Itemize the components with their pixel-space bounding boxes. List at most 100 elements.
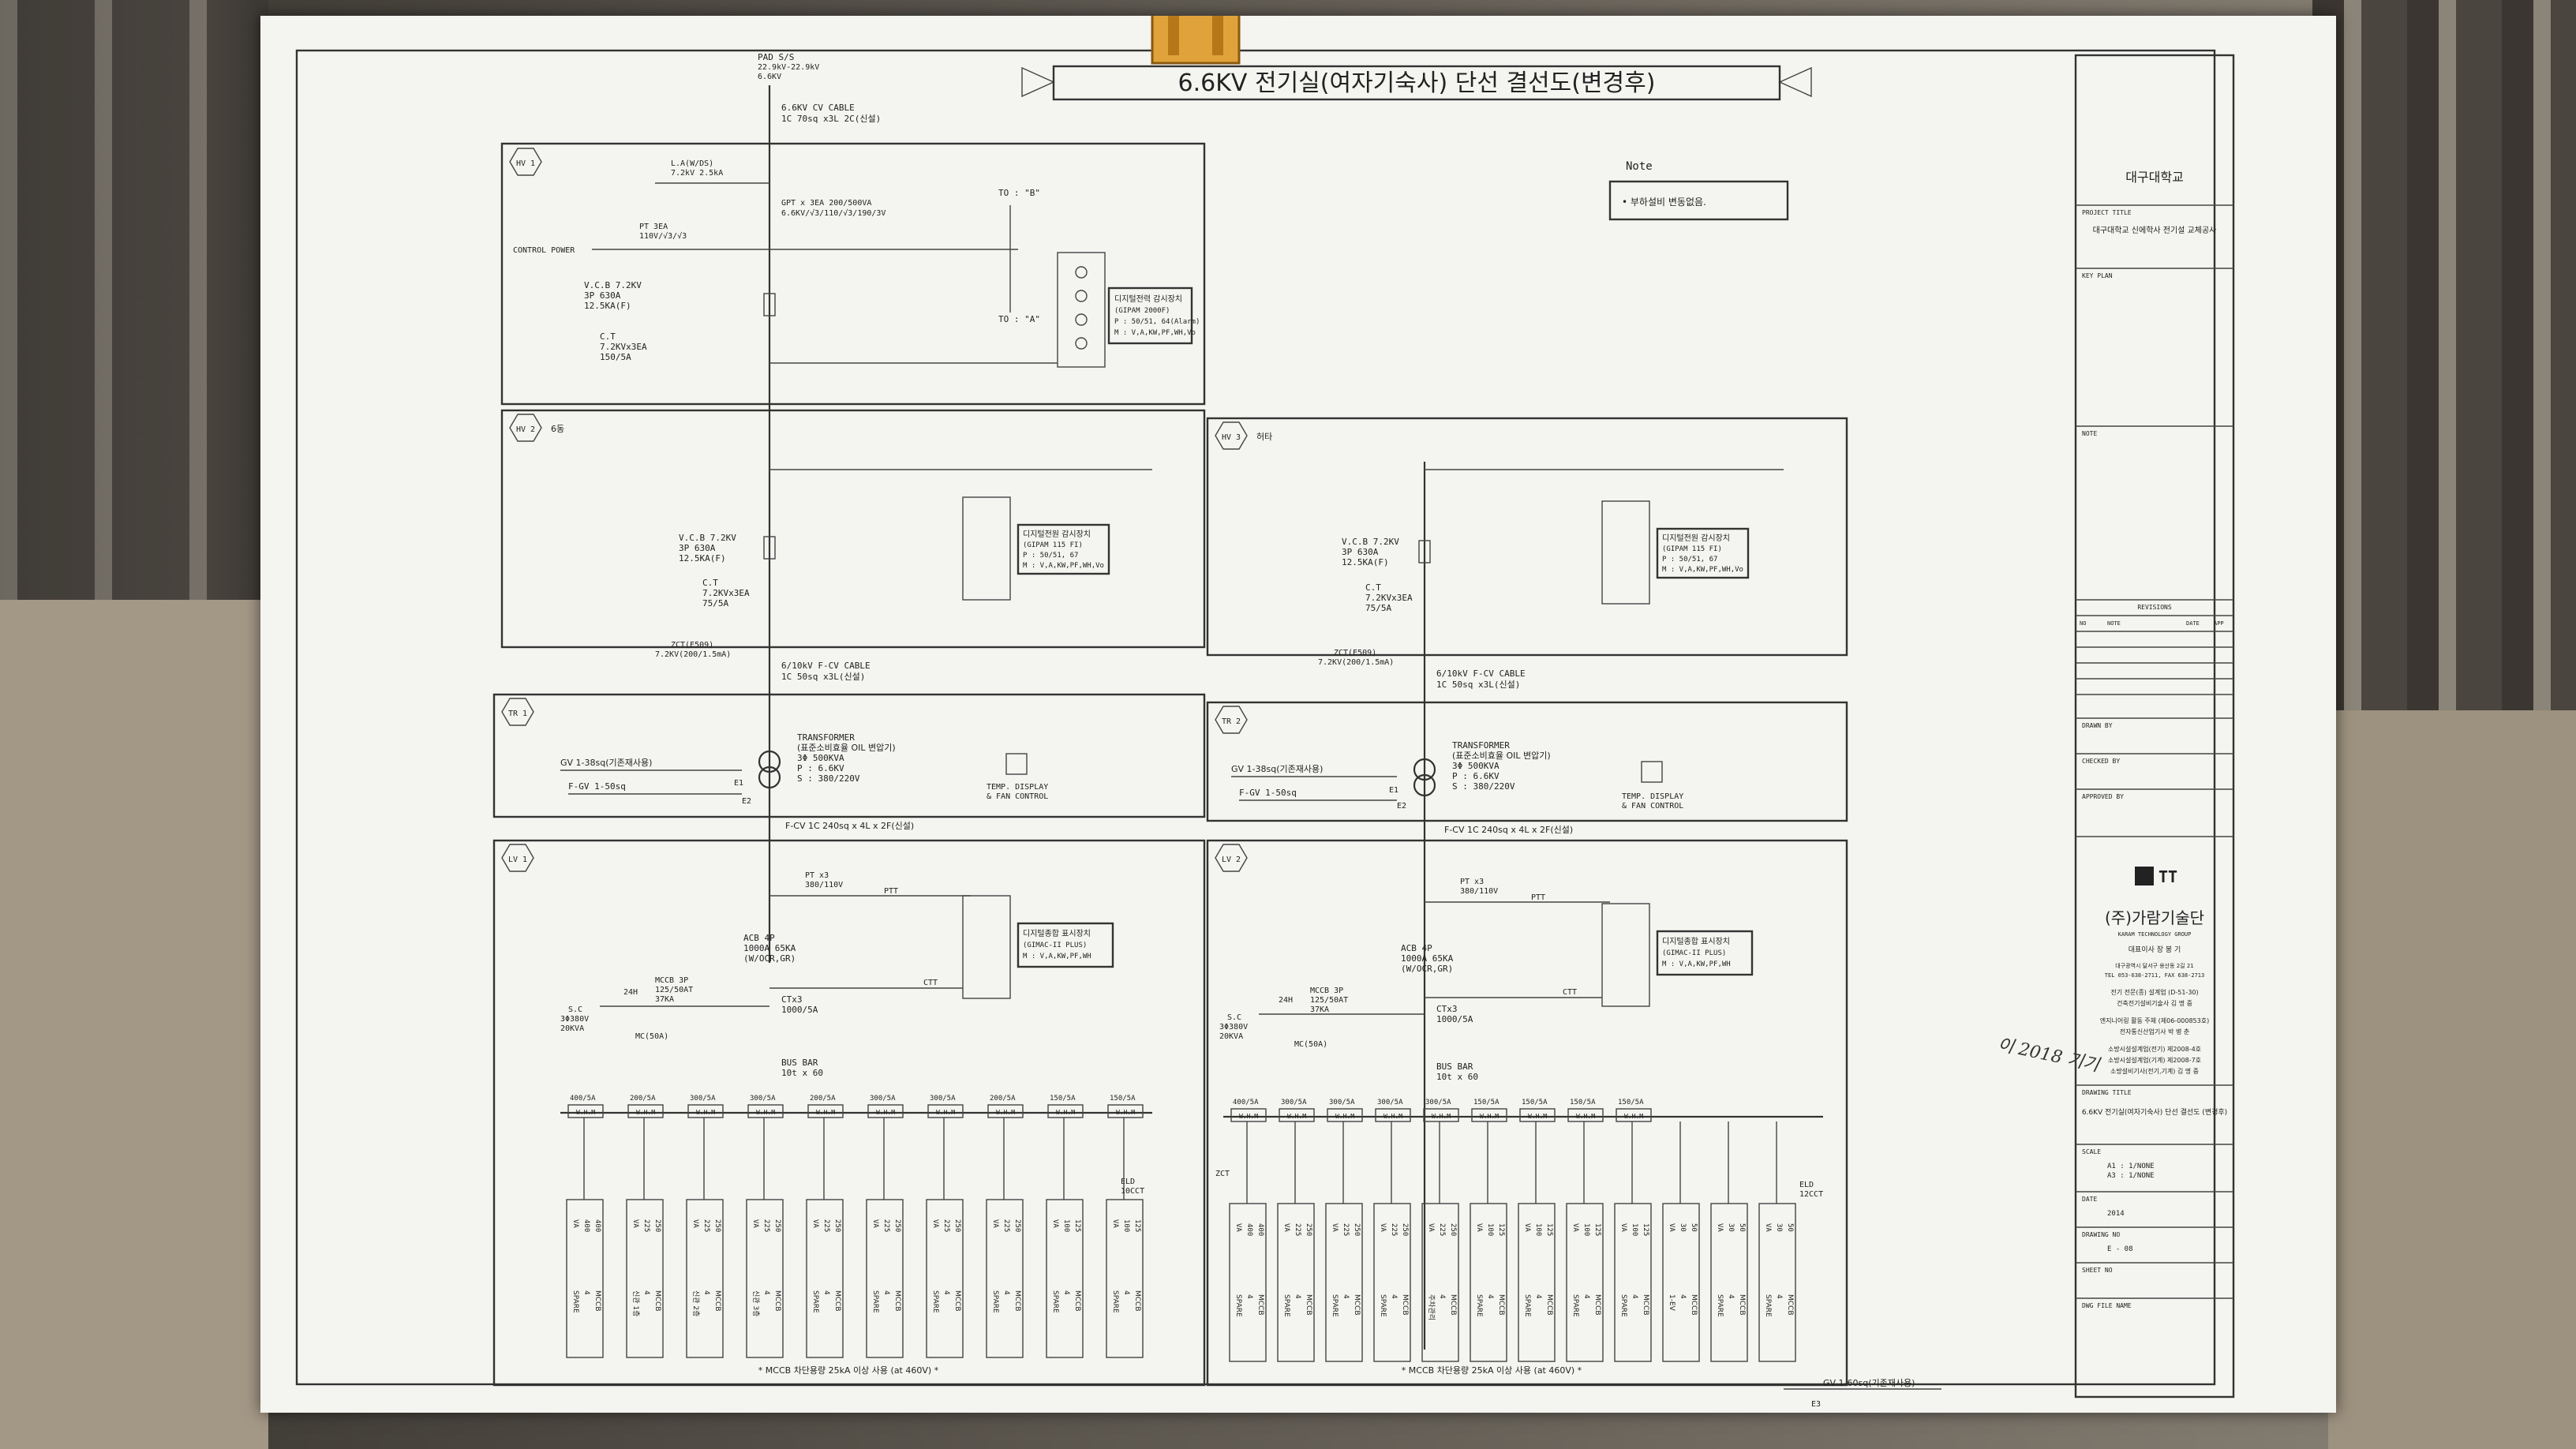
feeder-ct-label: 150/5A <box>1618 1099 1644 1106</box>
feeder-rating: VA <box>691 1219 699 1228</box>
feeder-breaker-box <box>866 1199 904 1358</box>
feeder-ct-label: 400/5A <box>570 1095 596 1103</box>
svg-text:M : V,A,KW,PF,WH: M : V,A,KW,PF,WH <box>1662 960 1731 968</box>
svg-text:MC(50A): MC(50A) <box>635 1032 668 1041</box>
svg-text:TR 2: TR 2 <box>1222 717 1241 726</box>
svg-text:125/50AT: 125/50AT <box>1310 996 1348 1005</box>
svg-text:CTx3: CTx3 <box>1436 1004 1458 1014</box>
feeder-breaker-box <box>986 1199 1024 1358</box>
feeder-rating: 225 <box>1390 1223 1398 1236</box>
feeder-name: SPARE <box>1764 1294 1772 1317</box>
feeder-name: SPARE <box>931 1290 939 1313</box>
feeder-rating: 250 <box>953 1219 961 1232</box>
svg-text:TO : "B": TO : "B" <box>998 188 1040 198</box>
svg-text:LV 1: LV 1 <box>508 856 527 864</box>
svg-text:6동: 6동 <box>551 424 564 434</box>
svg-text:3P 630A: 3P 630A <box>584 290 621 301</box>
svg-text:12.5KA(F): 12.5KA(F) <box>679 553 726 564</box>
svg-text:E1: E1 <box>734 779 743 788</box>
feeder-rating: VA <box>1379 1223 1387 1232</box>
svg-text:(W/OCR,GR): (W/OCR,GR) <box>743 953 796 964</box>
feeder-name: SPARE <box>1111 1290 1119 1313</box>
left-window-bars <box>0 0 268 600</box>
svg-text:150/5A: 150/5A <box>600 352 631 362</box>
feeder-rating: 125 <box>1073 1219 1081 1232</box>
feeder-ct-label: 300/5A <box>930 1095 956 1103</box>
feeder-breaker-box <box>1421 1203 1459 1362</box>
svg-text:DATE: DATE <box>2082 1196 2097 1203</box>
feeder-breaker-box <box>1106 1199 1144 1358</box>
svg-text:P : 50/51, 67: P : 50/51, 67 <box>1023 552 1078 560</box>
feeder-rating: VA <box>751 1219 759 1228</box>
feeder-rating: 125 <box>1133 1219 1141 1232</box>
feeder-rating: 100 <box>1534 1223 1542 1236</box>
feeder-breaker-box <box>806 1199 844 1358</box>
watt-hour-meter-icon <box>627 1104 664 1118</box>
svg-text:7.2KVx3EA: 7.2KVx3EA <box>702 588 750 598</box>
svg-text:전기 전문(종) 설계업 (D-51-30): 전기 전문(종) 설계업 (D-51-30) <box>2110 988 2198 996</box>
svg-text:E2: E2 <box>742 797 751 806</box>
tr1-transformer-icon <box>758 750 781 773</box>
svg-text:(GIMAC-II PLUS): (GIMAC-II PLUS) <box>1662 949 1726 957</box>
feeder-name: 4 <box>882 1290 890 1295</box>
svg-text:PTT: PTT <box>1531 893 1545 902</box>
svg-text:디지털종합 표시장치: 디지털종합 표시장치 <box>1023 929 1091 938</box>
feeder-name: MCCB <box>1073 1290 1081 1312</box>
feeder-name: MCCB <box>1353 1294 1361 1316</box>
svg-text:MC(50A): MC(50A) <box>1294 1040 1327 1049</box>
svg-text:ZCT(E509): ZCT(E509) <box>671 641 713 650</box>
svg-text:E3: E3 <box>1811 1400 1821 1409</box>
svg-text:S.C: S.C <box>1227 1013 1241 1022</box>
feeder-name: 4 <box>1062 1290 1070 1295</box>
svg-text:75/5A: 75/5A <box>1365 603 1391 613</box>
feeder-name: 신관 1층 <box>631 1290 640 1316</box>
feeder-rating: 250 <box>713 1219 721 1232</box>
feeder-name: SPARE <box>1571 1294 1579 1317</box>
feeder-breaker-box <box>1277 1203 1315 1362</box>
svg-text:6.6KV 전기실(여자기숙사) 단선 결선도 (변경후): 6.6KV 전기실(여자기숙사) 단선 결선도 (변경후) <box>2082 1107 2227 1117</box>
note-box: Note • 부하설비 변동없음. <box>1608 160 1789 221</box>
feeder-name: 4 <box>1245 1294 1253 1299</box>
feeder-rating: VA <box>1523 1223 1531 1232</box>
svg-text:PAD S/S: PAD S/S <box>758 52 794 62</box>
watt-hour-meter-icon <box>1567 1108 1604 1122</box>
watt-hour-meter-icon <box>1375 1108 1411 1122</box>
tr2-panel: TR 2 TRANSFORMER (표준소비효율 OIL 변압기) 3Φ 500… <box>1206 701 1848 835</box>
svg-text:12CCT: 12CCT <box>1799 1190 1823 1199</box>
svg-text:37KA: 37KA <box>655 995 674 1004</box>
feeder-rating: 225 <box>882 1219 890 1232</box>
feeder-rating: 125 <box>1642 1223 1649 1236</box>
svg-text:HV 3: HV 3 <box>1222 433 1241 442</box>
wh-label: W.H.M <box>1624 1113 1643 1120</box>
svg-text:ELD: ELD <box>1121 1178 1135 1186</box>
feeder-breaker-box <box>626 1199 664 1358</box>
svg-text:3Φ 500KVA: 3Φ 500KVA <box>797 753 844 763</box>
feeder-rating: 30 <box>1775 1223 1783 1232</box>
feeder-rating: 250 <box>653 1219 661 1232</box>
svg-text:디지털종합 표시장치: 디지털종합 표시장치 <box>1662 937 1730 946</box>
svg-text:M : V,A,KW,PF,WH,Vo: M : V,A,KW,PF,WH,Vo <box>1114 329 1196 337</box>
feeder-rating: VA <box>1427 1223 1435 1232</box>
watt-hour-meter-icon <box>1423 1108 1459 1122</box>
feeder-ct-label: 300/5A <box>1281 1099 1307 1106</box>
feeder-name: SPARE <box>1619 1294 1627 1317</box>
feeder-breaker-box <box>1373 1203 1411 1362</box>
wh-label: W.H.M <box>636 1109 655 1116</box>
svg-text:(GIPAM 115 FI): (GIPAM 115 FI) <box>1023 541 1083 549</box>
svg-text:V.C.B 7.2KV: V.C.B 7.2KV <box>679 533 736 543</box>
feeder-name: 4 <box>1582 1294 1590 1299</box>
feeder-rating: 250 <box>773 1219 781 1232</box>
svg-text:12.5KA(F): 12.5KA(F) <box>1342 557 1389 567</box>
svg-text:PTT: PTT <box>884 887 898 896</box>
hv1-tag-icon <box>509 148 542 176</box>
svg-text:PT x3: PT x3 <box>1460 878 1484 886</box>
